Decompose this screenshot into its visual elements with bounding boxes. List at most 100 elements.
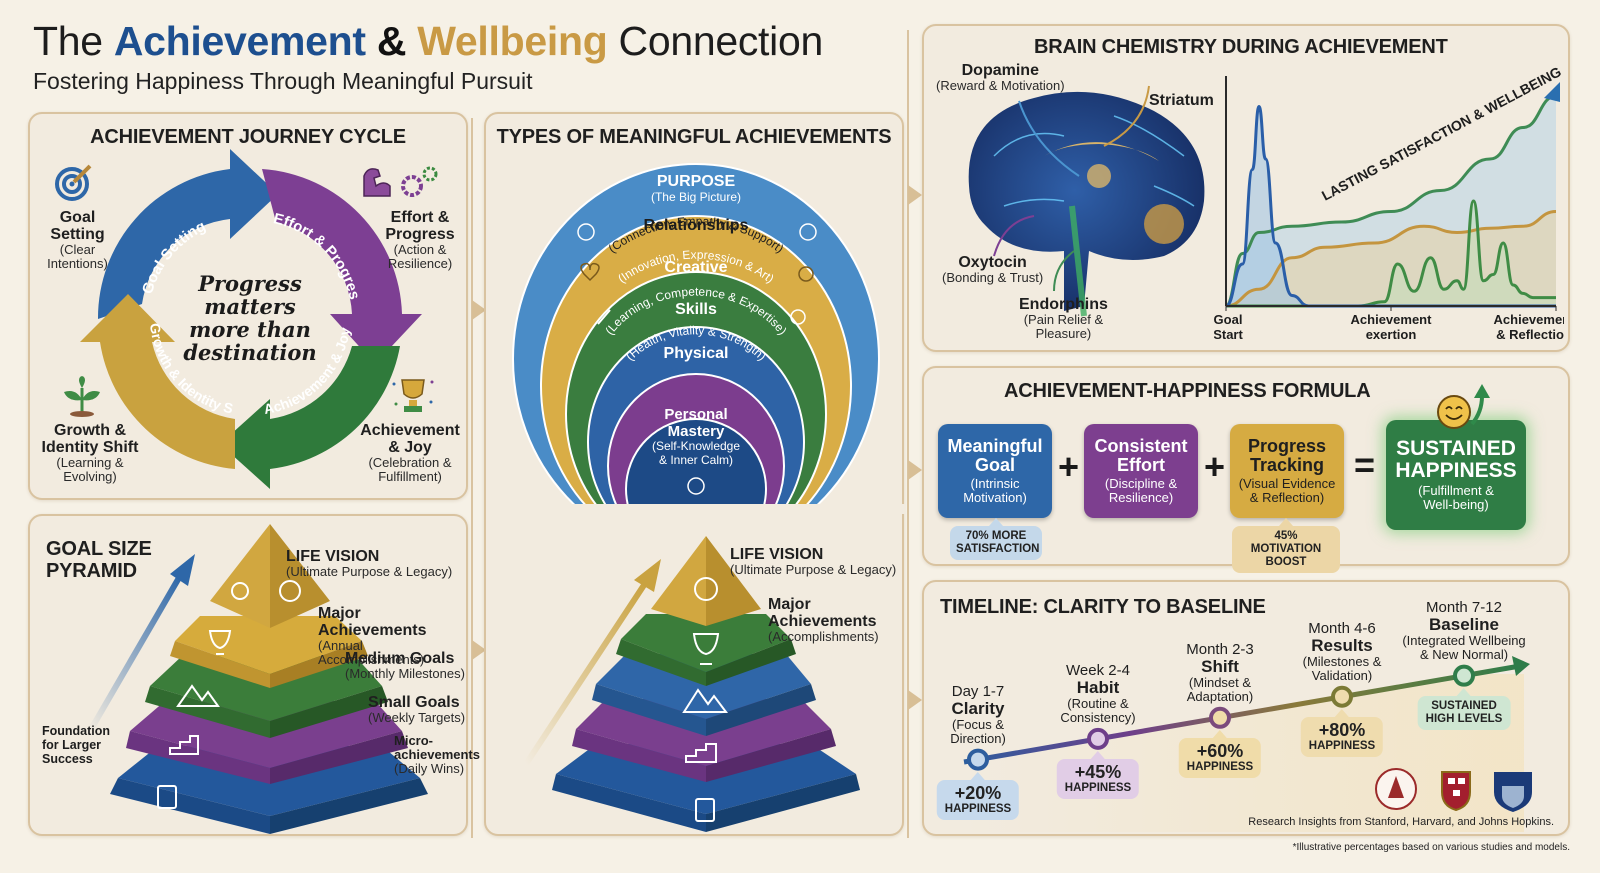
ring-desc-purpose: (The Big Picture) [651,190,741,204]
foundation-label: Foundation for Larger Success [42,724,111,766]
brain-panel: BRAIN CHEMISTRY DURING ACHIEVEMENT Dopam… [922,24,1570,352]
pyramid2-label-major: Major Achievements (Accomplishments) [768,596,879,644]
plus-icon: + [1058,446,1080,487]
heart-icon [580,262,600,282]
formula-term-consistent-effort: Consistent Effort (Discipline & Resilien… [1084,424,1198,518]
stat-satisfaction: 70% MORE SATISFACTION [950,518,1042,560]
title-suffix: Connection [607,18,824,64]
label-striatum: Striatum [1149,92,1214,109]
growth-arrowhead-icon [170,554,195,586]
label-oxytocin: Oxytocin (Bonding & Trust) [942,254,1044,285]
cycle-side-goal: Goal Setting (Clear Intentions) [47,209,108,271]
cycle-diagram: Goal Setting Effort & Progress Achieveme… [30,114,422,489]
ring-label-mastery: Mastery [668,423,725,440]
pyramid-level-life-vision [210,524,270,628]
pyramid2-level-1 [651,536,706,626]
target-icon [52,162,102,207]
oxytocin-pointer [993,215,1035,257]
mountain-icon [176,684,220,707]
sprout-icon [60,374,104,423]
muscle-gears-icon [360,162,442,207]
timeline-dot [1331,685,1353,708]
cycle-side-growth: Growth & Identity Shift (Learning & Evol… [41,422,139,484]
plus-icon: + [1204,446,1226,487]
pyramid-label-medium: Medium Goals (Monthly Milestones) [345,650,465,681]
endorphins-pointer [1053,250,1075,292]
title-ampersand: & [365,18,418,64]
formula-panel: ACHIEVEMENT-HAPPINESS FORMULA Meaningful… [922,366,1570,573]
steps-icon [685,743,717,763]
x-tick-label: Start [1214,327,1243,342]
label-dopamine: Dopamine (Reward & Motivation) [936,62,1065,93]
trophy-icon [692,633,720,665]
timeline-line [963,663,1521,765]
sun-icon [231,582,249,600]
trophy-icon [208,630,232,655]
connector-arrow-icon [472,640,486,660]
checklist-icon [695,798,715,822]
cycle-arrow-effort-progress [262,169,422,364]
up-arrow-icon [1470,395,1484,426]
footnote: *Illustrative percentages based on vario… [1292,842,1570,853]
connector-arrow-icon [908,690,922,710]
dopamine-pointer [1018,100,1080,177]
formula-title: ACHIEVEMENT-HAPPINESS FORMULA [1004,380,1371,402]
growth-arrow [523,580,649,766]
research-credit: Research Insights from Stanford, Harvard… [1248,816,1554,828]
cycle-panel: ACHIEVEMENT JOURNEY CYCLE Goal Setting E… [28,112,468,500]
timeline-dot [1209,706,1231,729]
title-wellbeing: Wellbeing [417,18,608,64]
compass-icon [279,580,301,602]
divider [907,30,909,838]
paintbrush-icon [597,309,611,325]
page-subtitle: Fostering Happiness Through Meaningful P… [33,68,533,94]
cycle-arrow-growth-identity [80,294,235,469]
cycle-arrow-achievement-joy [220,346,400,489]
timeline-dot [1453,664,1475,687]
ring-desc-personal-1: (Self-Knowledge [652,439,740,453]
striatum-pointer [1103,85,1150,147]
series-line-1 [1225,94,1557,308]
formula-result-sustained-happiness: SUSTAINED HAPPINESS (Fulfillment & Well-… [1386,420,1526,530]
x-tick-label: & Reflection [1496,327,1564,342]
series-line-3 [1225,199,1556,308]
university-logos [1374,766,1554,817]
pyramid2-label-life-vision: LIFE VISION (Ultimate Purpose & Legacy) [730,546,897,577]
timeline-happiness-badge: +45%HAPPINESS [1056,750,1140,799]
trophy-icon [390,374,436,423]
ring-label-relationships: Relationships [644,217,749,234]
pyramid2-level-3 [596,654,811,719]
pyramid-label-micro: Micro- achievements (Daily Wins) [394,733,480,776]
brain-icon [968,91,1205,311]
cycle-title: ACHIEVEMENT JOURNEY CYCLE [90,126,406,148]
ring-desc-personal-2: & Inner Calm) [659,453,733,467]
timeline-arrowhead-icon [1512,656,1530,676]
compass-sun-icon [694,577,718,601]
pyramid-title: GOAL SIZE PYRAMID [46,538,152,582]
mountain-icon [682,688,728,713]
cycle-side-effort: Effort & Progress (Action & Resilience) [385,209,455,271]
goal-pyramid-2 [523,536,860,832]
ring-label-personal: Personal [664,406,727,423]
x-tick-label: Goal [1214,312,1242,327]
brain-icon [790,309,806,325]
pyramid-label-life-vision: LIFE VISION (Ultimate Purpose & Legacy) [286,548,453,579]
hand-heart-icon [577,223,595,241]
growth-arrow [87,574,183,733]
timeline-happiness-badge: +60%HAPPINESS [1178,729,1262,778]
series-area-3 [1226,201,1556,306]
rising-arrowhead-icon [1544,82,1560,102]
pyramid-panel: GOAL SIZE PYRAMID [28,514,480,836]
pyramid2-level-2 [621,614,791,672]
goal-pyramid [87,524,428,834]
ring-personal-mastery [625,418,767,514]
ring-label-purpose: PURPOSE [657,173,736,190]
growth-arrowhead-icon [634,559,661,592]
ring-label-creative: Creative [664,259,727,276]
stat-motivation: 45% MOTIVATION BOOST [1232,518,1340,573]
timeline-dot [967,748,989,771]
formula-term-meaningful-goal: Meaningful Goal (Intrinsic Motivation) [938,424,1052,518]
pyramid-label-small: Small Goals (Weekly Targets) [368,694,466,725]
